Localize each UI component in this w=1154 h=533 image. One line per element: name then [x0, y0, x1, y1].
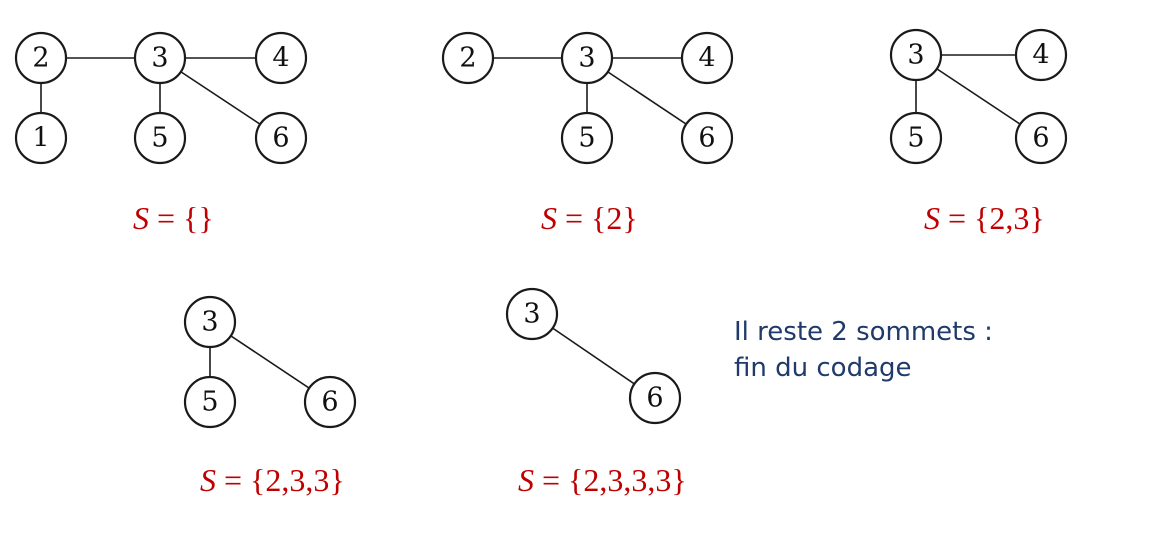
- node-5: 5: [133, 111, 187, 165]
- node-label: 5: [151, 123, 168, 154]
- node-circle: [183, 295, 237, 349]
- node-circle: [133, 111, 187, 165]
- tree-step-2: 3 4 5 6: [889, 28, 1068, 165]
- sequence-var: S: [518, 462, 534, 498]
- sequence-var: S: [924, 200, 940, 236]
- node-3: 3: [183, 295, 237, 349]
- sequence-var: S: [200, 462, 216, 498]
- node-circle: [1014, 28, 1068, 82]
- node-2: 2: [14, 31, 68, 85]
- sequence-label-step-1: S = {2}: [541, 200, 638, 236]
- sequence-value: {2,3,3}: [250, 462, 345, 498]
- tree-step-4: 36: [505, 287, 682, 425]
- sequence-label-step-3: S = {2,3,3}: [200, 462, 345, 498]
- sequence-value: {2,3}: [974, 200, 1045, 236]
- node-label: 6: [321, 387, 338, 418]
- node-circle: [560, 111, 614, 165]
- node-6: 6: [303, 375, 357, 429]
- node-circle: [680, 31, 734, 85]
- node-4: 4: [680, 31, 734, 85]
- node-4: 4: [254, 31, 308, 85]
- sequence-label-step-4: S = {2,3,3,3}: [518, 462, 687, 498]
- node-label: 4: [1032, 40, 1049, 71]
- node-label: 2: [32, 43, 49, 74]
- sequence-value: {2}: [591, 200, 638, 236]
- node-6: 6: [254, 111, 308, 165]
- node-5: 5: [889, 111, 943, 165]
- sequence-value: {2,3,3,3}: [568, 462, 687, 498]
- node-circle: [560, 31, 614, 85]
- node-label: 6: [646, 383, 663, 414]
- end-note-line-1: Il reste 2 sommets :: [734, 317, 993, 347]
- sequence-label-step-2: S = {2,3}: [924, 200, 1045, 236]
- node-circle: [889, 111, 943, 165]
- node-circle: [1014, 111, 1068, 165]
- node-circle: [254, 31, 308, 85]
- node-label: 3: [907, 40, 924, 71]
- node-2: 2: [441, 31, 495, 85]
- node-label: 3: [523, 299, 540, 330]
- node-1: 1: [14, 111, 68, 165]
- node-circle: [254, 111, 308, 165]
- end-note-line-2: fin du codage: [734, 353, 912, 383]
- node-6: 6: [1014, 111, 1068, 165]
- node-3: 3: [889, 28, 943, 82]
- node-label: 1: [32, 123, 49, 154]
- node-label: 6: [1032, 123, 1049, 154]
- node-label: 5: [201, 387, 218, 418]
- sequence-var: S: [133, 200, 149, 236]
- node-label: 6: [272, 123, 289, 154]
- node-label: 4: [698, 43, 715, 74]
- node-4: 4: [1014, 28, 1068, 82]
- node-circle: [628, 371, 682, 425]
- sequence-label-step-0: S = {}: [133, 200, 214, 236]
- node-label: 3: [151, 43, 168, 74]
- node-6: 6: [628, 371, 682, 425]
- node-circle: [303, 375, 357, 429]
- node-5: 5: [560, 111, 614, 165]
- tree-step-1: 2 3 4 5 6: [441, 31, 734, 165]
- node-3: 3: [560, 31, 614, 85]
- node-circle: [680, 111, 734, 165]
- tree-step-3: 3 5 6: [183, 295, 357, 429]
- node-label: 3: [578, 43, 595, 74]
- node-3: 3: [505, 287, 559, 341]
- node-circle: [133, 31, 187, 85]
- node-label: 5: [907, 123, 924, 154]
- node-label: 5: [578, 123, 595, 154]
- node-circle: [889, 28, 943, 82]
- node-label: 4: [272, 43, 289, 74]
- node-circle: [14, 31, 68, 85]
- node-label: 3: [201, 307, 218, 338]
- tree-step-0: 2 3 4 1 5 6: [14, 31, 308, 165]
- end-note: Il reste 2 sommets : fin du codage: [734, 314, 993, 386]
- node-circle: [441, 31, 495, 85]
- node-circle: [14, 111, 68, 165]
- sequence-value: {}: [183, 200, 214, 236]
- node-6: 6: [680, 111, 734, 165]
- node-5: 5: [183, 375, 237, 429]
- node-circle: [183, 375, 237, 429]
- node-3: 3: [133, 31, 187, 85]
- node-circle: [505, 287, 559, 341]
- sequence-var: S: [541, 200, 557, 236]
- node-label: 2: [459, 43, 476, 74]
- node-label: 6: [698, 123, 715, 154]
